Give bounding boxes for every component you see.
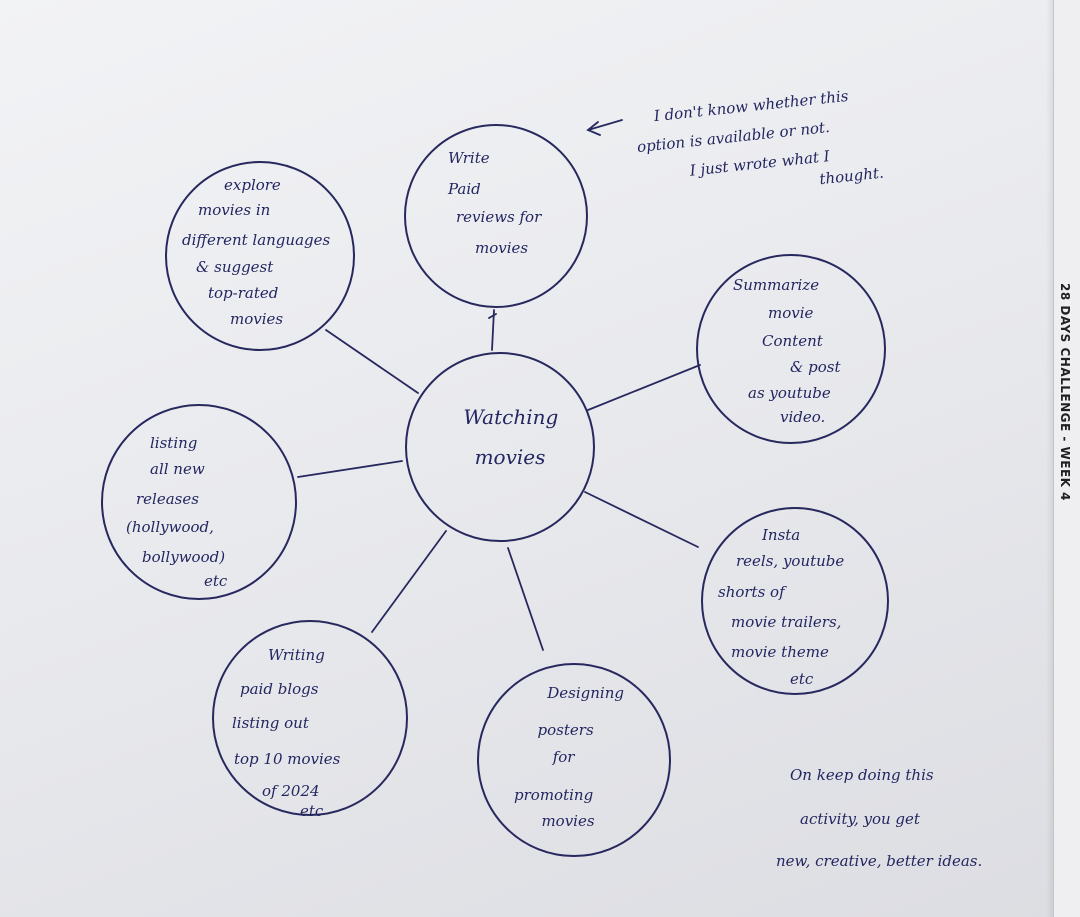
node-line: top 10 movies bbox=[234, 750, 341, 768]
node-line: etc bbox=[204, 572, 228, 590]
center-node-line: movies bbox=[475, 445, 546, 469]
node-line: movie trailers, bbox=[731, 613, 841, 631]
arrow-icon bbox=[586, 119, 623, 136]
node-label-insta-reels: Insta reels, youtube shorts of movie tra… bbox=[718, 526, 849, 688]
center-node-line: Watching bbox=[463, 405, 558, 429]
node-line: etc bbox=[300, 802, 324, 820]
node-circle-insta-reels bbox=[701, 507, 889, 695]
node-line: movie theme bbox=[731, 643, 829, 661]
node-line: for bbox=[552, 748, 576, 766]
node-line: all new bbox=[150, 460, 205, 478]
node-line: different languages bbox=[182, 231, 330, 249]
node-circle-explore-languages bbox=[165, 161, 355, 351]
bottom-note-line: On keep doing this bbox=[790, 766, 934, 784]
connector-insta-reels bbox=[584, 491, 699, 548]
bottom-note-line: activity, you get bbox=[800, 810, 921, 828]
side-note-line: I just wrote what I bbox=[688, 147, 832, 180]
node-label-designing-posters: Designing posters for promoting movies bbox=[514, 684, 629, 830]
node-line: top-rated bbox=[208, 284, 278, 302]
node-line: (hollywood, bbox=[126, 518, 214, 536]
side-note-line: thought. bbox=[819, 164, 885, 189]
node-label-summarize-content: Summarize movie Content & post as youtub… bbox=[733, 276, 845, 426]
node-line: & suggest bbox=[196, 258, 274, 276]
node-circle-paid-reviews bbox=[404, 124, 588, 308]
node-line: Designing bbox=[546, 684, 624, 702]
node-line: shorts of bbox=[718, 583, 787, 601]
node-line: posters bbox=[538, 721, 594, 739]
node-line: listing bbox=[150, 434, 197, 452]
connector-paid-reviews-tick bbox=[488, 313, 497, 319]
connector-summarize-content bbox=[587, 364, 701, 411]
node-line: reels, youtube bbox=[736, 552, 844, 570]
node-line: Summarize bbox=[733, 276, 819, 294]
connector-paid-reviews bbox=[491, 309, 495, 351]
node-line: as youtube bbox=[748, 384, 831, 402]
connector-writing-blogs bbox=[371, 530, 447, 633]
node-label-explore-languages: explore movies in different languages & … bbox=[182, 176, 335, 328]
node-line: movies bbox=[475, 239, 528, 257]
node-circle-listing-releases bbox=[101, 404, 297, 600]
node-line: reviews for bbox=[456, 208, 542, 226]
node-line: of 2024 bbox=[262, 782, 320, 800]
node-line: paid blogs bbox=[240, 680, 319, 698]
challenge-side-label: 28 DAYS CHALLENGE - WEEK 4 bbox=[1058, 283, 1072, 501]
node-line: video. bbox=[780, 408, 825, 426]
node-line: etc bbox=[790, 670, 814, 688]
bottom-note-line: new, creative, better ideas. bbox=[776, 852, 982, 870]
node-line: bollywood) bbox=[142, 548, 225, 566]
node-circle-summarize-content bbox=[696, 254, 886, 444]
node-line: movie bbox=[768, 304, 814, 322]
side-note: I don't know whether this option is avai… bbox=[633, 84, 884, 207]
node-line: movies in bbox=[198, 201, 270, 219]
connector-explore-languages bbox=[325, 329, 419, 394]
node-line: Content bbox=[762, 332, 824, 350]
node-circle-writing-blogs bbox=[212, 620, 408, 816]
node-line: Writing bbox=[268, 646, 325, 664]
connector-designing-posters bbox=[507, 547, 544, 651]
node-line: Insta bbox=[761, 526, 800, 544]
node-label-paid-reviews: Write Paid reviews for movies bbox=[447, 149, 546, 257]
node-label-writing-blogs: Writing paid blogs listing out top 10 mo… bbox=[232, 646, 345, 820]
node-line: Write bbox=[448, 149, 490, 167]
bottom-note-text: On keep doing this activity, you get new… bbox=[776, 766, 982, 870]
connectors bbox=[297, 309, 701, 651]
center-node-circle bbox=[405, 352, 595, 542]
node-line: movies bbox=[230, 310, 283, 328]
node-line: & post bbox=[790, 358, 841, 376]
node-circles bbox=[101, 124, 889, 857]
connector-listing-releases bbox=[297, 460, 403, 478]
side-note-text: I don't know whether this option is avai… bbox=[633, 84, 884, 207]
node-line: listing out bbox=[232, 714, 310, 732]
node-line: releases bbox=[136, 490, 199, 508]
node-circle-designing-posters bbox=[477, 663, 671, 857]
node-line: explore bbox=[224, 176, 281, 194]
page-edge-shadow bbox=[1046, 0, 1054, 917]
center-node-label: Watching movies bbox=[463, 405, 564, 469]
node-line: Paid bbox=[447, 180, 481, 198]
node-line: movies bbox=[541, 812, 594, 830]
binding-strip bbox=[1053, 0, 1080, 917]
node-line: promoting bbox=[514, 786, 593, 804]
node-label-listing-releases: listing all new releases (hollywood, bol… bbox=[126, 434, 230, 590]
